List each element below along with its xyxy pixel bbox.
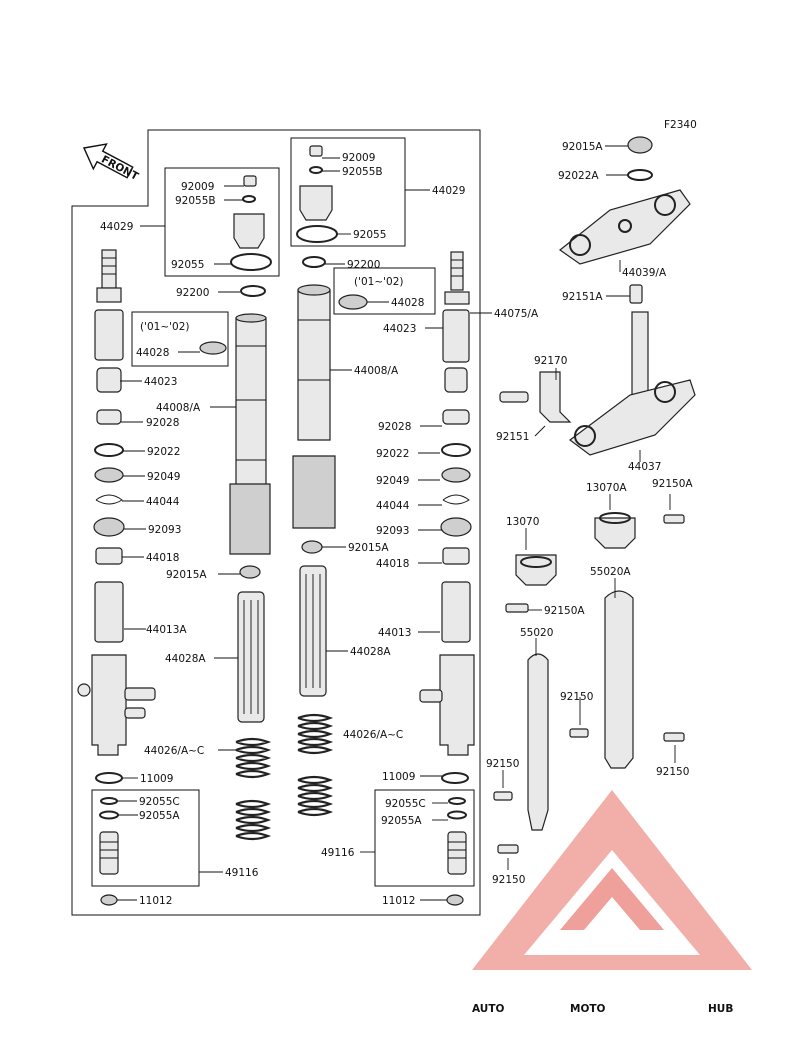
inner-tube-left — [229, 313, 272, 841]
label-92015A-top: 92015A — [562, 141, 603, 153]
label-92049-right: 92049 — [376, 475, 409, 487]
label-92150-d: 92150 — [492, 874, 525, 886]
label-92170: 92170 — [534, 355, 567, 367]
label-55020A: 55020A — [590, 566, 631, 578]
label-92049-left: 92049 — [147, 471, 180, 483]
label-44028A-mid: 44028A — [350, 646, 391, 658]
label-44023-left: 44023 — [144, 376, 177, 388]
label-44028-left: 44028 — [136, 347, 169, 359]
label-11009-left: 11009 — [140, 773, 173, 785]
part-labels: 44029 92009 92055B 92055 92200 ('01~'02)… — [100, 141, 693, 907]
label-44008A-mid: 44008/A — [354, 365, 399, 377]
label-44039A: 44039/A — [622, 267, 667, 279]
label-44018-left: 44018 — [146, 552, 179, 564]
frame-outline — [71, 129, 481, 916]
label-44018-right: 44018 — [376, 558, 409, 570]
label-44026-mid: 44026/A~C — [343, 729, 403, 741]
label-13070A: 13070A — [586, 482, 627, 494]
label-44013A: 44013A — [146, 624, 187, 636]
valve-box-right — [374, 789, 475, 887]
label-92093-right: 92093 — [376, 525, 409, 537]
label-92055-left: 92055 — [171, 259, 204, 271]
left-fork-parts — [77, 249, 156, 906]
label-44013: 44013 — [378, 627, 411, 639]
label-44037: 44037 — [628, 461, 661, 473]
label-11012-right: 11012 — [382, 895, 415, 907]
cap-box-left — [164, 167, 280, 277]
label-44029-mid: 44029 — [432, 185, 465, 197]
year-box-left — [131, 311, 229, 367]
label-92022-left: 92022 — [147, 446, 180, 458]
label-92055-mid: 92055 — [353, 229, 386, 241]
label-92022A: 92022A — [558, 170, 599, 182]
label-92055C-left: 92055C — [139, 796, 180, 808]
label-92028-left: 92028 — [146, 417, 179, 429]
label-92055B-left: 92055B — [175, 195, 216, 207]
label-92022-right: 92022 — [376, 448, 409, 460]
label-92150-b: 92150 — [656, 766, 689, 778]
front-label: FRONT — [99, 153, 141, 183]
label-92009-mid: 92009 — [342, 152, 375, 164]
figure-code: F2340 — [664, 119, 697, 131]
label-49116-right: 49116 — [321, 847, 355, 859]
watermark-moto: MOTO — [570, 1003, 606, 1015]
leader-lines — [117, 145, 676, 901]
label-92150A-right: 92150A — [652, 478, 693, 490]
label-92150-c: 92150 — [486, 758, 519, 770]
valve-box-left — [91, 789, 200, 887]
label-44029-left: 44029 — [100, 221, 133, 233]
label-year-mid: ('01~'02) — [354, 276, 404, 288]
label-92055A-left: 92055A — [139, 810, 180, 822]
label-44028A-left: 44028A — [165, 653, 206, 665]
label-92015A-mid: 92015A — [348, 542, 389, 554]
label-year-left: ('01~'02) — [140, 321, 190, 333]
label-92009-left: 92009 — [181, 181, 214, 193]
label-92055A-right: 92055A — [381, 815, 422, 827]
label-13070: 13070 — [506, 516, 539, 528]
automotohub-logo: AUTO MOTO HUB — [472, 790, 752, 1015]
steering-parts — [493, 136, 696, 854]
label-44044-left: 44044 — [146, 496, 180, 508]
watermark-hub: HUB — [708, 1003, 733, 1015]
label-92093-left: 92093 — [148, 524, 181, 536]
label-44044-right: 44044 — [376, 500, 410, 512]
cap-box-mid — [290, 137, 406, 247]
right-fork-parts — [419, 251, 475, 906]
label-92151: 92151 — [496, 431, 529, 443]
label-11009-right: 11009 — [382, 771, 415, 783]
label-92015A-left: 92015A — [166, 569, 207, 581]
label-92055B-mid: 92055B — [342, 166, 383, 178]
label-44023-right: 44023 — [383, 323, 416, 335]
label-44026-left: 44026/A~C — [144, 745, 204, 757]
label-92151A: 92151A — [562, 291, 603, 303]
label-44008A-left: 44008/A — [156, 402, 201, 414]
label-92200-mid: 92200 — [347, 259, 380, 271]
label-44075A: 44075/A — [494, 308, 539, 320]
front-arrow: FRONT — [82, 143, 141, 183]
label-92150A-left: 92150A — [544, 605, 585, 617]
year-box-mid — [333, 267, 436, 315]
label-92150-a: 92150 — [560, 691, 593, 703]
label-11012-left: 11012 — [139, 895, 172, 907]
label-92028-right: 92028 — [378, 421, 411, 433]
label-49116-left: 49116 — [225, 867, 259, 879]
watermark-auto: AUTO — [472, 1003, 504, 1015]
label-44028-mid: 44028 — [391, 297, 424, 309]
label-92055C-right: 92055C — [385, 798, 426, 810]
label-55020: 55020 — [520, 627, 553, 639]
left-cap-assembly — [199, 175, 272, 355]
label-92200-left: 92200 — [176, 287, 209, 299]
middle-fork-parts — [292, 145, 368, 817]
